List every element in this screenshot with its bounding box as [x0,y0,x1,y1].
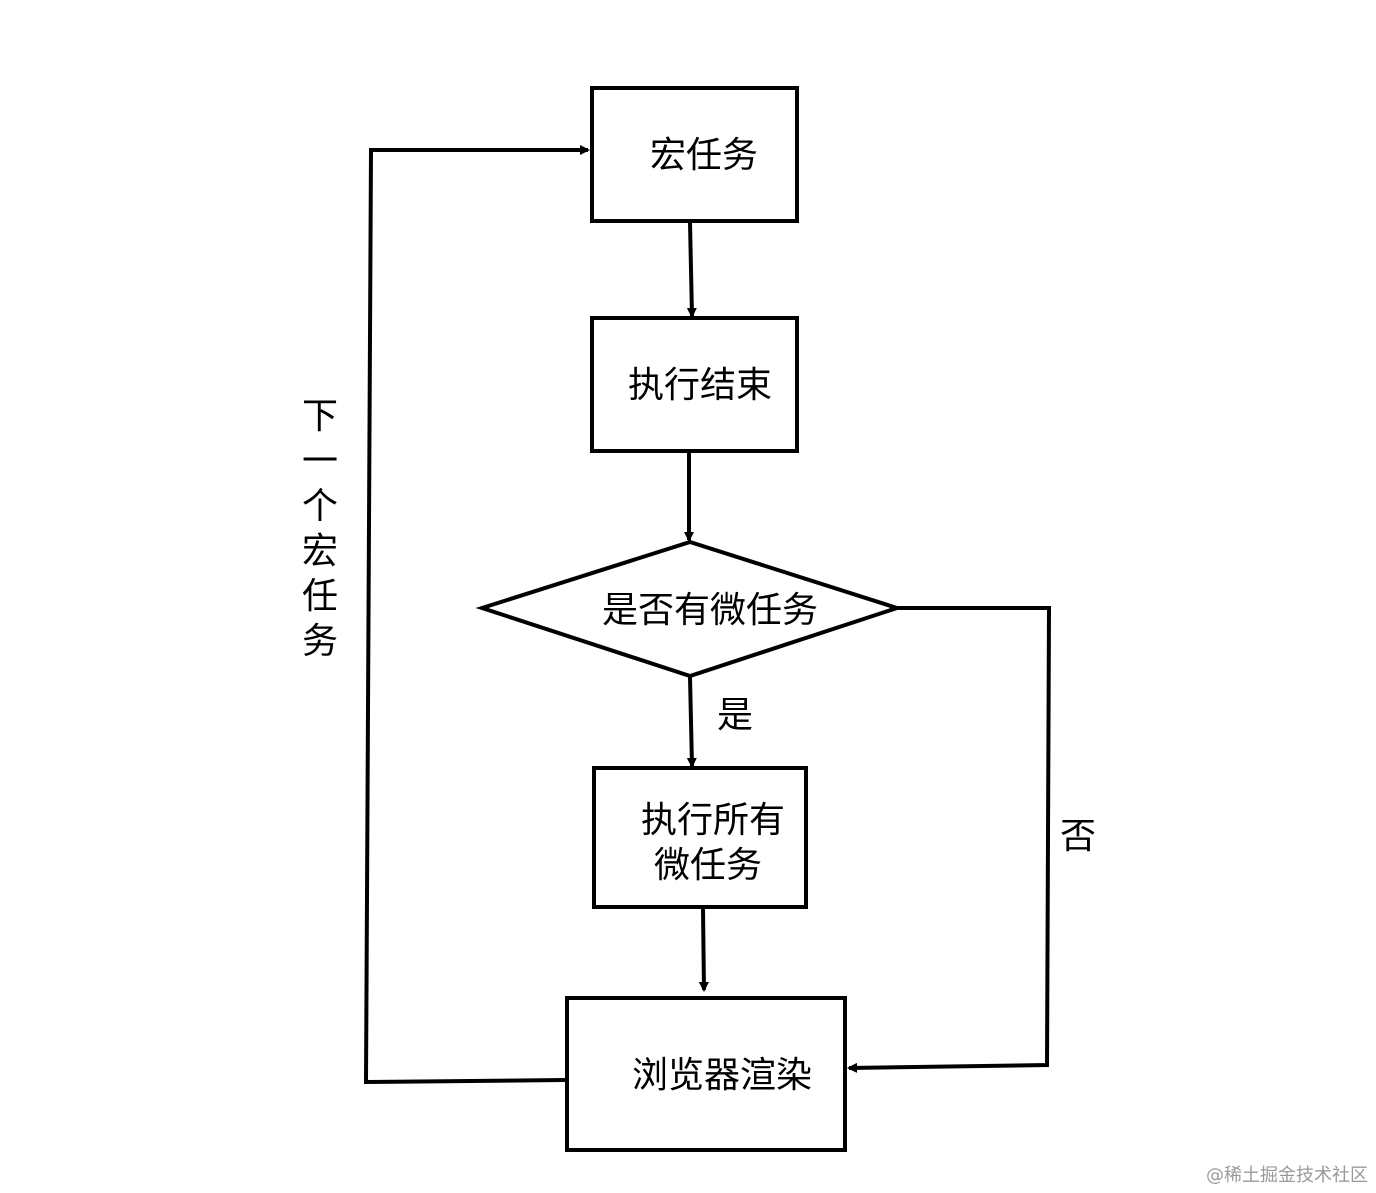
next-macro-char: 任 [302,576,338,617]
exec-micro-label-line2: 微任务 [654,845,762,886]
render-label: 浏览器渲染 [632,1055,812,1096]
yes-label: 是 [717,695,753,736]
exec-end-label: 执行结束 [628,365,772,406]
arrow-decision-yes [686,676,697,768]
no-label: 否 [1060,816,1096,857]
macro-task-label: 宏任务 [650,135,758,176]
exec-micro-label-line1: 执行所有 [641,800,785,841]
render-box [565,996,847,1152]
next-macro-char: 务 [302,621,338,662]
next-macro-char: 宏 [302,531,338,572]
next-macro-char: 个 [302,486,338,527]
exec-micro-box [592,766,808,909]
exec-end-box [590,316,799,453]
watermark: @稀土掘金技术社区 [1206,1165,1368,1186]
arrow-macro-to-end [686,222,697,318]
arrow-next-macro-loop [363,145,590,1085]
has-micro-label: 是否有微任务 [602,590,818,631]
arrow-micro-to-render [698,908,709,992]
next-macro-vertical-label: 下 一 个 宏 任 务 [302,396,338,662]
next-macro-char: 一 [302,441,338,482]
next-macro-char: 下 [302,396,338,437]
has-micro-decision [475,539,904,679]
macro-task-box [590,86,799,223]
arrow-decision-no [847,606,1052,1073]
